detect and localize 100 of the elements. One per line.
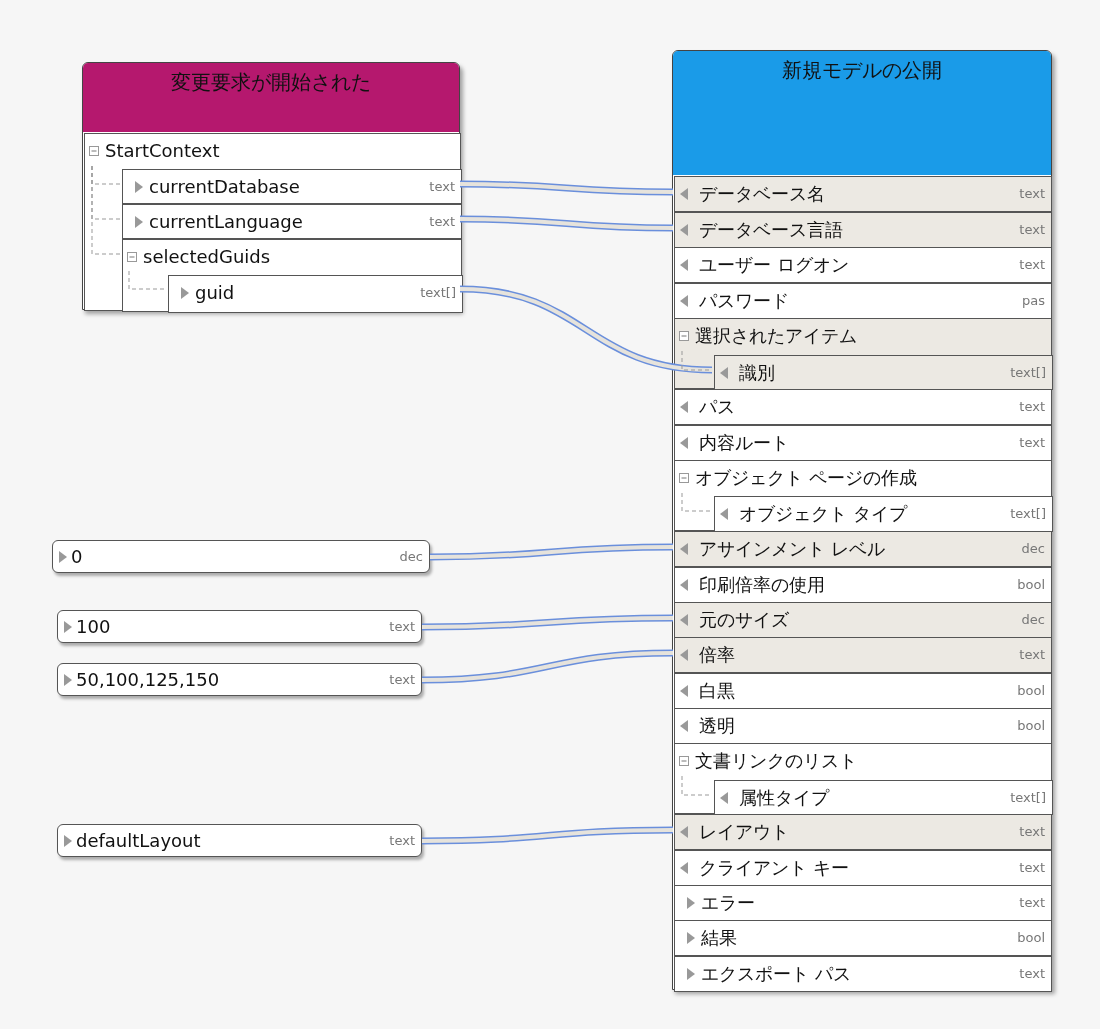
parameter-name: currentLanguage [149, 210, 303, 234]
parameter-name: 選択されたアイテム [695, 324, 857, 348]
parameter-name: 属性タイプ [739, 786, 829, 810]
value-box [52, 540, 430, 573]
type-label: text [1019, 185, 1045, 203]
parameter-row [674, 602, 1052, 638]
type-label: bool [1017, 929, 1045, 947]
parameter-name: パスワード [699, 289, 789, 313]
parameter-group [84, 133, 461, 311]
type-label: text [1019, 434, 1045, 452]
type-label: dec [1021, 611, 1045, 629]
connector [459, 285, 713, 374]
parameter-row [674, 425, 1052, 461]
parameter-name: StartContext [105, 139, 220, 163]
value-box [57, 824, 422, 857]
block-header: 変更要求が開始された [83, 63, 459, 132]
type-label: bool [1017, 682, 1045, 700]
type-label: dec [399, 548, 423, 566]
type-label: text[] [1010, 789, 1046, 807]
parameter-name: 印刷倍率の使用 [699, 573, 825, 597]
parameter-row [674, 283, 1052, 319]
parameter-name: クライアント キー [699, 856, 849, 880]
process-block [672, 50, 1052, 990]
type-label: bool [1017, 576, 1045, 594]
parameter-row [674, 850, 1052, 886]
parameter-name: 元のサイズ [699, 608, 789, 632]
parameter-row [714, 496, 1053, 532]
parameter-row [674, 637, 1052, 673]
parameter-row [674, 176, 1052, 212]
parameter-row [674, 567, 1052, 603]
tree-line [91, 165, 121, 255]
tree-line [128, 270, 166, 290]
parameter-name: オブジェクト ページの作成 [695, 466, 917, 490]
type-label: text[] [1010, 364, 1046, 382]
parameter-name: 内容ルート [699, 431, 789, 455]
parameter-group [122, 239, 462, 312]
parameter-name: currentDatabase [149, 175, 300, 199]
value-text: 100 [76, 615, 111, 639]
type-label: text [1019, 823, 1045, 841]
parameter-row [674, 814, 1052, 850]
type-label: text [1019, 965, 1045, 983]
value-text: 0 [71, 545, 83, 569]
parameter-name: 識別 [739, 361, 775, 385]
type-label: text [389, 832, 415, 850]
type-label: text [389, 671, 415, 689]
type-label: text [1019, 859, 1045, 877]
type-label: pas [1022, 292, 1045, 310]
parameter-name: オブジェクト タイプ [739, 502, 907, 526]
connector [421, 614, 674, 631]
parameter-name: レイアウト [699, 820, 789, 844]
parameter-group [674, 743, 1052, 814]
parameter-row [674, 920, 1052, 956]
value-box [57, 610, 422, 643]
parameter-row [122, 169, 462, 204]
parameter-name: エラー [701, 891, 755, 915]
parameter-row [674, 885, 1052, 921]
type-label: text [1019, 894, 1045, 912]
type-label: dec [1021, 540, 1045, 558]
connector [429, 543, 674, 561]
parameter-name: selectedGuids [143, 245, 271, 269]
parameter-name: アサインメント レベル [699, 537, 885, 561]
parameter-name: guid [195, 281, 235, 305]
parameter-name: 文書リンクのリスト [695, 749, 857, 773]
parameter-name: エクスポート パス [701, 962, 851, 986]
parameter-name: 結果 [701, 926, 737, 950]
connector [459, 215, 674, 232]
parameter-group [674, 318, 1052, 389]
parameter-row [714, 780, 1053, 815]
parameter-row [674, 956, 1052, 992]
parameter-row [674, 212, 1052, 248]
parameter-row [674, 531, 1052, 567]
parameter-row [674, 247, 1052, 283]
value-text: 50,100,125,150 [76, 668, 220, 692]
block-header: 新規モデルの公開 [673, 51, 1051, 175]
process-block [82, 62, 460, 310]
type-label: text [1019, 646, 1045, 664]
parameter-name: 透明 [699, 714, 735, 738]
parameter-name: データベース名 [699, 182, 825, 206]
value-box [57, 663, 422, 696]
connector [421, 826, 674, 845]
value-text: defaultLayout [76, 829, 201, 853]
type-label: text [429, 213, 455, 231]
type-label: text [429, 178, 455, 196]
parameter-row [122, 204, 462, 239]
type-label: text [1019, 256, 1045, 274]
type-label: text[] [1010, 505, 1046, 523]
parameter-row [714, 355, 1053, 390]
parameter-name: パス [699, 395, 735, 419]
parameter-name: データベース言語 [699, 218, 843, 242]
connector [459, 180, 674, 196]
tree-line [681, 492, 713, 512]
type-label: text[] [420, 284, 456, 302]
parameter-row [674, 389, 1052, 425]
parameter-row [674, 673, 1052, 709]
parameter-group [674, 460, 1052, 531]
parameter-row [674, 708, 1052, 744]
parameter-name: 白黒 [699, 679, 735, 703]
parameter-row [168, 275, 463, 313]
type-label: bool [1017, 717, 1045, 735]
connector [421, 649, 674, 684]
